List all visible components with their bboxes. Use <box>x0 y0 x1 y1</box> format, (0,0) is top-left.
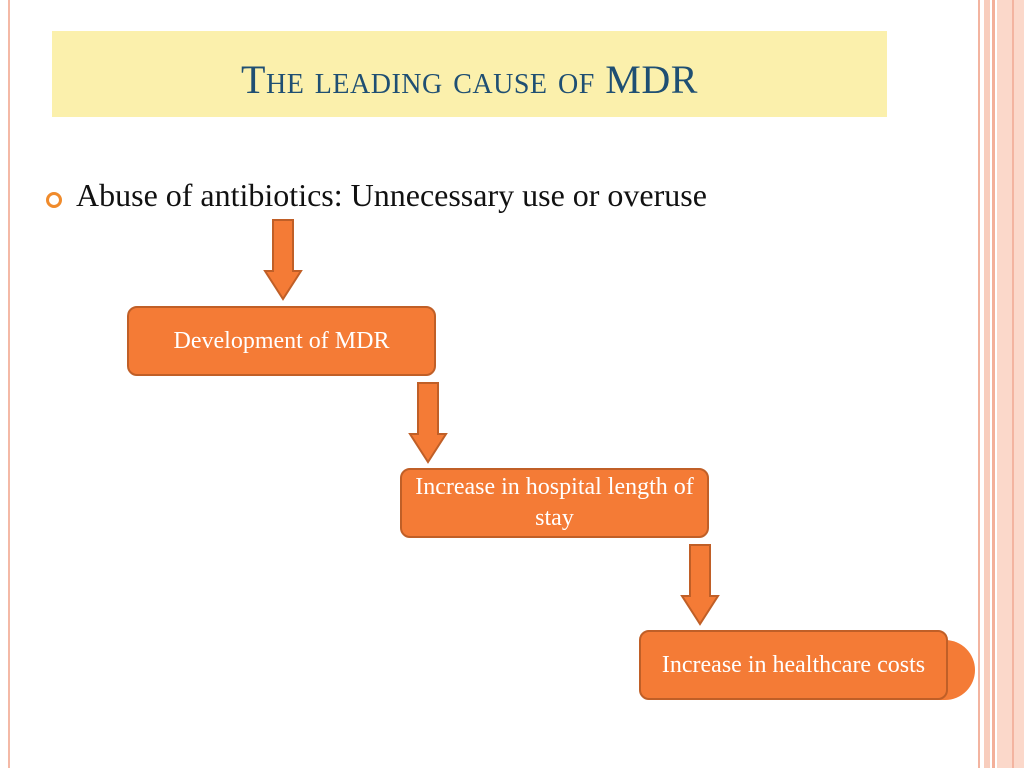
right-stripe <box>1012 0 1014 768</box>
flow-step-healthcare-costs: Increase in healthcare costs <box>639 630 948 700</box>
slide-title: The leading cause of MDR <box>241 56 698 102</box>
flow-step-hospital-length-of-stay: Increase in hospital length of stay <box>400 468 709 538</box>
right-stripe <box>978 0 980 768</box>
down-arrow-icon <box>680 544 720 626</box>
left-border-line <box>8 0 10 768</box>
bullet-icon <box>46 192 62 208</box>
title-band: The leading cause of MDR <box>52 31 887 117</box>
flow-step-development-of-mdr: Development of MDR <box>127 306 436 376</box>
right-stripe <box>992 0 995 768</box>
down-arrow-icon <box>408 382 448 464</box>
right-stripe <box>997 0 1024 768</box>
bullet-text: Abuse of antibiotics: Unnecessary use or… <box>76 177 707 213</box>
right-stripe <box>984 0 990 768</box>
down-arrow-icon <box>263 219 303 301</box>
